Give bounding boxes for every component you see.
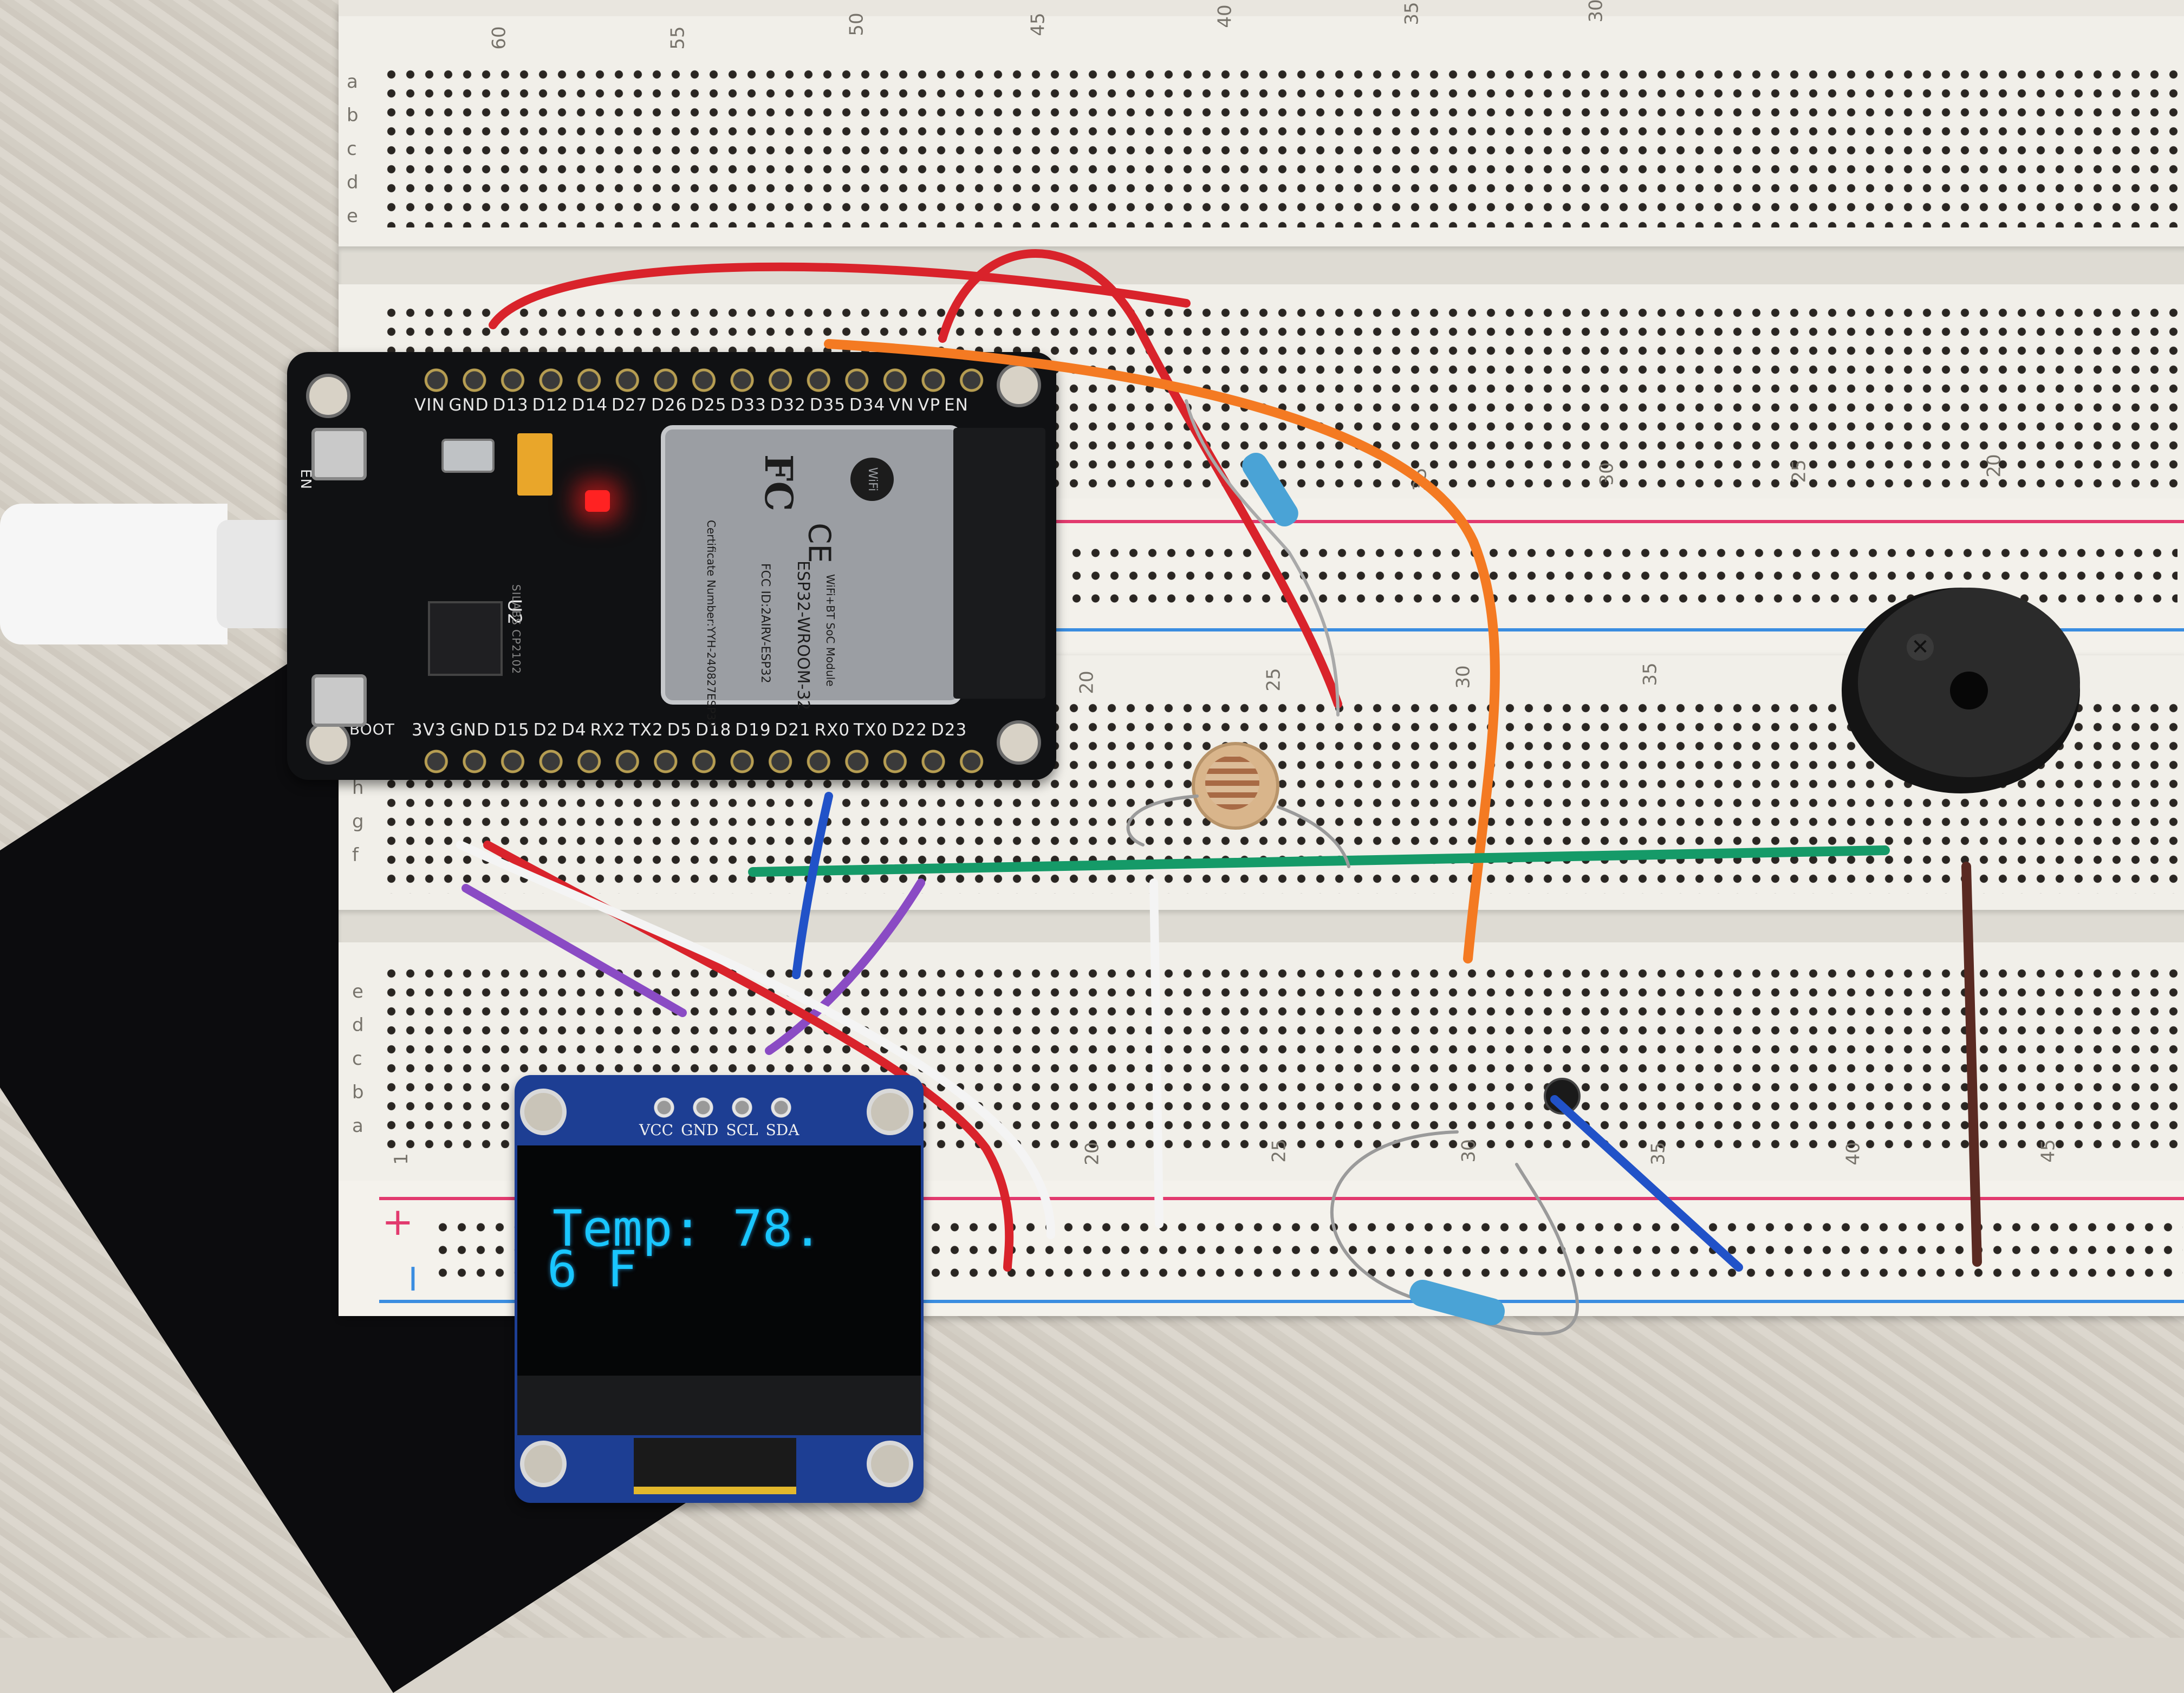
orange-wire <box>824 339 1500 963</box>
row-letter: g <box>352 811 364 832</box>
oled-pin-sda: SDA <box>765 1121 800 1139</box>
mounting-hole <box>520 1441 567 1487</box>
breadboard-top-holes-upper <box>382 65 2184 227</box>
esp32-top-pin-labels: VIN GND D13 D12 D14 D27 D26 D25 D33 D32 … <box>414 395 968 415</box>
breadboard-top-rail <box>339 0 2184 16</box>
rail-plus-label: + <box>382 1200 414 1244</box>
row-letter: f <box>352 844 359 866</box>
mounting-hole <box>997 720 1041 765</box>
crystal <box>441 439 495 473</box>
power-led-icon <box>585 490 610 512</box>
rail-line-red <box>1056 520 2184 523</box>
mounting-hole <box>306 374 350 418</box>
row-letter: c <box>352 1048 362 1070</box>
row-letter: c <box>347 138 357 160</box>
row-letter: b <box>347 105 359 126</box>
usb-c-cable-icon <box>0 504 227 644</box>
mounting-hole <box>306 720 350 765</box>
en-button[interactable] <box>311 428 367 480</box>
tantalum-capacitor <box>517 433 552 496</box>
pin-header-top <box>417 364 991 396</box>
oled-pin-labels: VCC GND SCL SDA <box>639 1121 799 1139</box>
row-letter: d <box>347 172 359 193</box>
breadboard-top-row-letters: a b c d e <box>347 65 368 233</box>
blue-wire <box>1550 1095 1743 1272</box>
row-letter: a <box>347 71 358 93</box>
purple-wire <box>461 884 687 1017</box>
oled-pin-gnd: GND <box>681 1121 719 1139</box>
mounting-hole <box>520 1089 567 1135</box>
module-antenna <box>953 428 1045 699</box>
breadboard-bottom-row-letters: e d c b a <box>352 975 374 1143</box>
photoresistor-lead <box>1277 805 1350 868</box>
purple-wire <box>765 878 925 1055</box>
oled-glass-edge <box>517 1376 921 1435</box>
red-wire <box>489 262 1191 329</box>
red-wire <box>938 249 1342 708</box>
breadboard-top-channel <box>339 246 2184 284</box>
photoresistor-lead <box>1126 795 1199 847</box>
esp32-bottom-pin-labels: 3V3 GND D15 D2 D4 RX2 TX2 D5 D18 D19 D21… <box>412 720 967 740</box>
resistor-lead <box>1185 399 1340 717</box>
white-wire <box>1149 878 1164 1228</box>
rail-line-blue <box>1056 628 2184 631</box>
row-letter: b <box>352 1082 364 1103</box>
photoresistor-track <box>1205 756 1259 810</box>
green-wire <box>748 845 1890 877</box>
blue-wire <box>792 792 833 979</box>
resistor-icon <box>1242 452 1505 1326</box>
mounting-hole <box>867 1441 913 1487</box>
buzzer-sound-hole <box>1950 672 1988 709</box>
brown-wire <box>1961 862 1982 1267</box>
oled-text-line-2: 6 F <box>547 1240 638 1298</box>
rail-line-blue <box>379 1300 2184 1303</box>
oled-pin-row <box>645 1094 802 1121</box>
mounting-hole <box>867 1089 913 1135</box>
row-letter: h <box>352 777 364 799</box>
usb-chip <box>428 601 503 676</box>
oled-pin-scl: SCL <box>726 1121 758 1139</box>
oled-text-line-1: Temp: 78. <box>552 1200 823 1258</box>
white-wire <box>456 841 1055 1239</box>
pin-header-bottom <box>417 745 991 778</box>
row-letter: e <box>352 981 363 1002</box>
oled-ribbon <box>634 1438 796 1494</box>
buzzer-cross-icon: ✕ <box>1907 634 1934 661</box>
oled-pin-vcc: VCC <box>639 1121 674 1139</box>
rail-line-red <box>379 1197 2184 1200</box>
row-letter: a <box>352 1115 363 1137</box>
boot-button[interactable] <box>311 674 367 727</box>
wires-layer <box>456 249 1982 1336</box>
row-letter: d <box>352 1014 364 1036</box>
row-letter: e <box>347 205 358 227</box>
